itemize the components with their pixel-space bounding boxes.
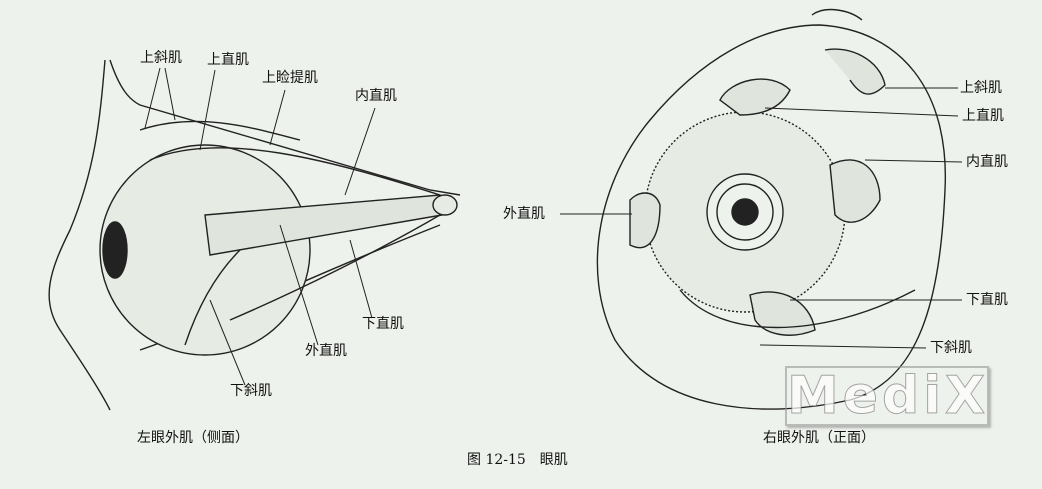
label-left-lateral-rectus: 外直肌: [305, 343, 347, 359]
left-superior-rectus: [149, 147, 441, 196]
left-view-caption: 左眼外肌（侧面）: [137, 430, 249, 446]
label-left-levator: 上睑提肌: [262, 70, 318, 86]
label-left-inferior-oblique: 下斜肌: [230, 383, 272, 399]
right-view-caption: 右眼外肌（正面）: [763, 430, 875, 446]
label-left-medial-rectus: 内直肌: [355, 88, 397, 104]
label-right-superior-rectus: 上直肌: [962, 108, 1004, 124]
label-right-lateral-rectus: 外直肌: [503, 206, 545, 222]
face-profile: [48, 59, 111, 411]
left-optic-nerve: [432, 194, 458, 216]
left-eyeball: [99, 144, 311, 356]
left-iris: [102, 221, 128, 279]
right-iris-inner: [716, 183, 774, 241]
right-inferior-rectus: [749, 291, 816, 336]
label-left-superior-rectus: 上直肌: [207, 52, 249, 68]
left-inferior-rectus: [229, 214, 441, 321]
right-inferior-oblique: [679, 289, 916, 329]
left-leader-lines: [144, 67, 376, 386]
right-pupil: [731, 198, 759, 226]
right-leader-lines: [560, 87, 963, 349]
left-superior-oblique: [139, 120, 301, 141]
right-medial-rectus: [829, 159, 881, 223]
left-inferior-oblique: [184, 249, 241, 346]
label-right-medial-rectus: 内直肌: [966, 154, 1008, 170]
figure-caption: 图 12-15 眼肌: [467, 452, 568, 468]
label-left-superior-oblique: 上斜肌: [140, 50, 182, 66]
right-lateral-rectus: [629, 192, 661, 249]
label-right-inferior-oblique: 下斜肌: [930, 340, 972, 356]
watermark-logo: MediX: [785, 366, 989, 426]
right-superior-oblique: [824, 48, 886, 95]
nose-outline: [811, 8, 863, 21]
right-superior-rectus: [719, 78, 791, 116]
right-orbit-outline: [596, 24, 947, 410]
orbit-bone-upper: [109, 59, 461, 196]
label-left-inferior-rectus: 下直肌: [362, 316, 404, 332]
label-right-superior-oblique: 上斜肌: [960, 80, 1002, 96]
label-right-inferior-rectus: 下直肌: [966, 292, 1008, 308]
